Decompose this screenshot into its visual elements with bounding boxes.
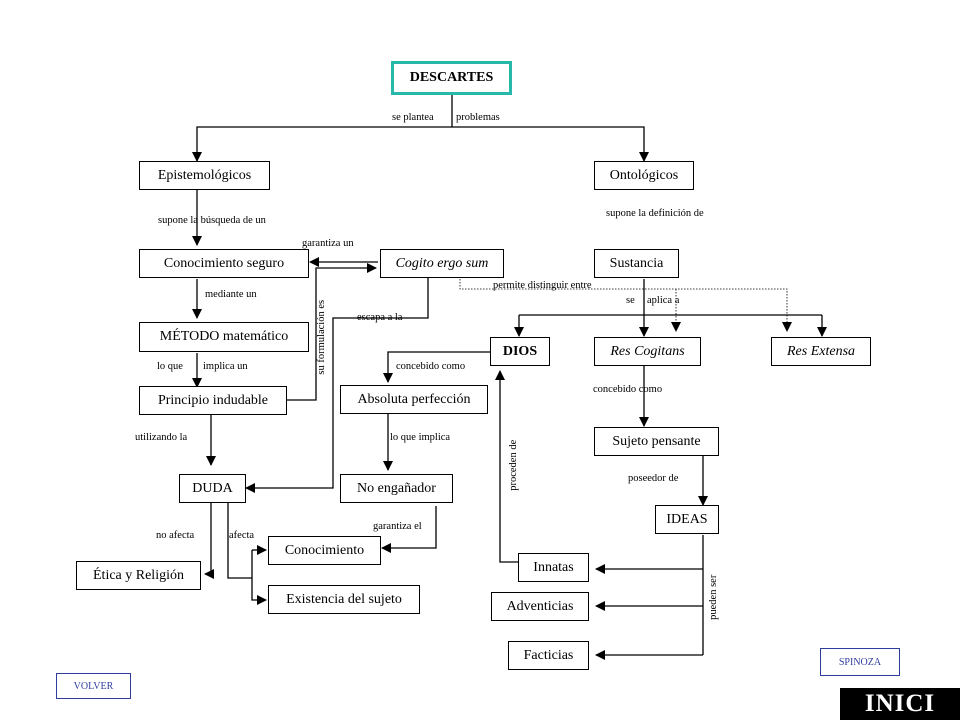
label-proceden-de: proceden de <box>507 439 519 491</box>
duda-node: DUDA <box>179 474 246 503</box>
epistemologicos-node: Epistemológicos <box>139 161 270 190</box>
sujeto-node: Sujeto pensante <box>594 427 719 456</box>
arrowhead-dotted-resextensa <box>782 322 792 332</box>
edge-innatas-dios <box>495 370 518 563</box>
label-su-formulacion: su formulación es <box>315 299 327 375</box>
existencia-node: Existencia del sujeto <box>268 585 420 614</box>
label-poseedor-de: poseedor de <box>628 473 679 484</box>
adventicias-node: Adventicias <box>491 592 589 621</box>
label-no-afecta: no afecta <box>156 530 195 541</box>
descartes-node: DESCARTES <box>391 61 512 95</box>
label-concebido-como-2: concebido como <box>593 384 663 395</box>
label-problemas: problemas <box>456 112 500 123</box>
ontologicos-node: Ontológicos <box>594 161 694 190</box>
label-garantiza-el: garantiza el <box>373 521 422 532</box>
conocimiento-node: Conocimiento <box>268 536 381 565</box>
facticias-node: Facticias <box>508 641 589 670</box>
label-mediante-un: mediante un <box>205 289 257 300</box>
label-garantiza-un: garantiza un <box>302 238 354 249</box>
conocimiento-seguro-node: Conocimiento seguro <box>139 249 309 278</box>
label-utilizando: utilizando la <box>135 432 188 443</box>
edge-duda-etica <box>204 500 214 579</box>
res-extensa-node: Res Extensa <box>771 337 871 366</box>
edge-to-ontologicos <box>452 126 649 162</box>
sustancia-node: Sustancia <box>594 249 679 278</box>
label-afecta: afecta <box>229 530 255 541</box>
edge-noenganador-conocimiento <box>381 506 437 553</box>
label-lo-que: lo que <box>157 361 183 372</box>
edge-to-epistemologicos <box>192 126 452 162</box>
arrowhead-dotted-rescogitans <box>671 322 681 332</box>
principio-node: Principio indudable <box>139 386 287 415</box>
cogito-node: Cogito ergo sum <box>380 249 504 278</box>
label-concebido-como-1: concebido como <box>396 361 466 372</box>
edge-cogito-duda <box>245 278 429 493</box>
label-lo-que-implica: lo que implica <box>390 432 451 443</box>
label-implica-un: implica un <box>203 361 248 372</box>
etica-node: Ética y Religión <box>76 561 201 590</box>
spinoza-button[interactable]: SPINOZA <box>820 648 900 676</box>
no-enganador-node: No engañador <box>340 474 453 503</box>
edge-dotted-main <box>459 279 788 330</box>
ideas-node: IDEAS <box>655 505 719 534</box>
edge-duda-afecta <box>227 500 252 579</box>
edge-principio-cogito <box>287 263 377 401</box>
res-cogitans-node: Res Cogitans <box>594 337 701 366</box>
label-permite-distinguir: permite distinguir entre <box>493 280 592 291</box>
dios-node: DIOS <box>490 337 550 366</box>
innatas-node: Innatas <box>518 553 589 582</box>
edge-afecta-conocimiento <box>251 550 267 605</box>
label-escapa: escapa a la <box>357 312 403 323</box>
label-pueden-ser: pueden ser <box>708 567 720 628</box>
label-se-plantea: se plantea <box>392 112 434 123</box>
label-se: se <box>626 295 635 306</box>
edge-dios-absoluta <box>383 351 490 383</box>
label-supone-busqueda: supone la búsqueda de un <box>158 215 266 226</box>
volver-button[interactable]: VOLVER <box>56 673 131 699</box>
metodo-node: MÉTODO matemático <box>139 322 309 352</box>
inici-button[interactable]: INICI <box>840 688 960 720</box>
absoluta-node: Absoluta perfección <box>340 385 488 414</box>
label-aplica-a: aplica a <box>647 295 680 306</box>
label-supone-definicion: supone la definición de <box>606 208 704 219</box>
